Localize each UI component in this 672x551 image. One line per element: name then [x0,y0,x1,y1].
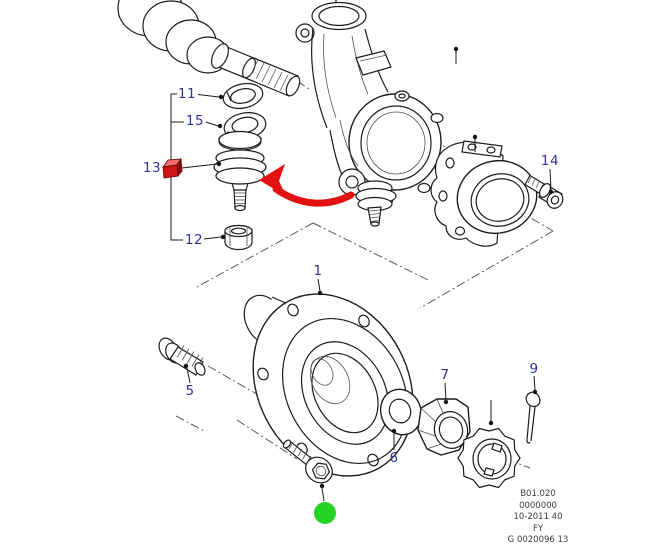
washer-6[interactable] [374,384,427,441]
callout-7[interactable]: 7 [440,367,450,383]
cotter-pin-9[interactable] [525,391,541,444]
callout-11[interactable]: 11 [177,86,197,102]
title-block-code: FY [532,523,544,534]
shaft-threads [249,59,289,92]
callout-6[interactable]: 6 [389,450,399,466]
wheel-hub[interactable] [222,266,444,504]
callout-5[interactable]: 5 [185,383,195,399]
callout-9[interactable]: 9 [529,361,539,377]
drive-shaft-boot[interactable] [117,0,302,98]
bolt-14[interactable] [524,174,566,212]
title-block-drawing-ref: G 0020096 13 [507,535,569,546]
red-arrow-icon [259,164,355,207]
flange-bolt[interactable] [282,439,337,488]
wheel-stud-5[interactable] [156,335,207,377]
callout-1[interactable]: 1 [313,263,323,279]
callout-12[interactable]: 12 [184,232,204,248]
leader-lines [181,46,554,502]
ball-joint[interactable] [213,130,267,212]
bearing-housing[interactable] [430,140,545,247]
lock-ring[interactable] [457,427,521,489]
red-marker-cube-icon[interactable] [162,157,183,179]
title-block: B01.020 0000000 10-2011 40 FY G 0020096 … [494,489,582,547]
green-highlight-dot-icon[interactable] [314,502,336,524]
title-block-date-stamp: 10-2011 40 [513,512,563,523]
title-block-part-number: 0000000 [519,500,557,511]
title-block-section: B01.020 [520,489,556,499]
steering-knuckle[interactable] [295,0,444,227]
ball-joint-nut-12[interactable] [224,224,253,251]
hub-nut-7[interactable] [417,398,472,456]
installed-ball-joint [355,180,397,227]
circlip-11[interactable] [221,80,265,112]
callout-15[interactable]: 15 [185,113,205,129]
callout-13[interactable]: 13 [142,160,162,176]
callout-14[interactable]: 14 [540,153,560,169]
